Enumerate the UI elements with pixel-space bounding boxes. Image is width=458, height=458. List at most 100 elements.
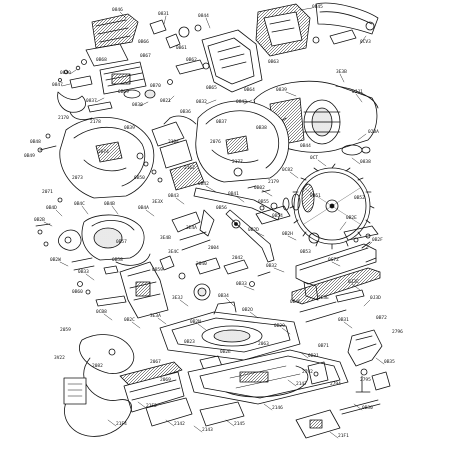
part-callout: 0837 [86, 99, 97, 104]
part-callout: 2179 [268, 180, 279, 185]
part-callout: 0B49 [24, 154, 35, 159]
part-callout: 0B2N [190, 320, 201, 325]
part-callout: 0CV3 [360, 40, 371, 45]
part-callout: 0S7Z [328, 258, 339, 263]
part-callout: 0B59 [152, 268, 163, 273]
part-callout: 0B56 [216, 206, 227, 211]
left-guard-plate [35, 214, 151, 266]
part-callout: 0847 [52, 83, 63, 88]
part-callout: 0B36 [180, 110, 191, 115]
fence-and-cord [63, 334, 245, 437]
part-callout: 0B23 [184, 340, 195, 345]
part-callout: 0B2W [50, 258, 61, 263]
part-callout: 02BA [368, 130, 379, 135]
part-callout: 0845 [312, 5, 323, 10]
part-callout: 0B39 [124, 126, 135, 131]
part-callout: 2170 [58, 116, 69, 121]
part-callout: 2004 [208, 246, 219, 251]
part-callout: 2073 [72, 176, 83, 181]
part-callout: 2147 [296, 382, 307, 387]
part-callout: 0B58 [112, 258, 123, 263]
part-callout: 3E3E [318, 296, 329, 301]
part-callout: 0B57 [116, 240, 127, 245]
leader-lines [43, 7, 385, 439]
part-callout: 0B38 [256, 126, 267, 131]
part-callout: 0B44 [300, 144, 311, 149]
part-callout: 3E3J [172, 296, 183, 301]
part-callout: 0C82 [282, 168, 293, 173]
part-callout: 0832 [196, 100, 207, 105]
part-callout: 0B02 [254, 186, 265, 191]
part-callout: 0B69 [118, 90, 129, 95]
part-callout: 0840 [60, 71, 71, 76]
part-callout: 2067 [150, 360, 161, 365]
part-callout: 0838 [132, 103, 143, 108]
clamp-and-feet [295, 329, 391, 439]
part-callout: 0B65 [206, 86, 217, 91]
part-callout: 3E4A [186, 226, 197, 231]
part-callout: 2069 [160, 378, 171, 383]
part-callout: 0B2O [242, 308, 253, 313]
part-callout: 2795 [360, 378, 371, 383]
part-callout: 0B61 [176, 46, 187, 51]
lower-guard-arbor [37, 117, 205, 203]
part-callout: 3E4C [168, 250, 179, 255]
part-callout: 0B29 [274, 324, 285, 329]
part-callout: 21F4 [116, 422, 127, 427]
part-callout: 2071 [42, 190, 53, 195]
part-callout: 0B68 [96, 58, 107, 63]
part-callout: 0839 [276, 88, 287, 93]
part-callout: 0B2C [124, 318, 135, 323]
part-callout: 0B42 [198, 182, 209, 187]
part-callout: 0B2D [248, 228, 259, 233]
part-callout: 0B50 [134, 176, 145, 181]
part-callout: 2040 [196, 262, 207, 267]
part-callout: 0B41 [228, 192, 239, 197]
part-callout: 0B4A [138, 206, 149, 211]
part-callout: 21F2 [146, 404, 157, 409]
part-callout: 0B60 [72, 290, 83, 295]
part-callout: 0B43 [168, 194, 179, 199]
part-callout: 3E4B [160, 236, 171, 241]
part-callout: 0B34 [218, 294, 229, 299]
part-callout: 0821 [160, 99, 171, 104]
part-callout: 0B31 [338, 318, 349, 323]
part-callout: 0J3D [370, 296, 381, 301]
top-handle-guard [149, 2, 379, 93]
linkage-rods [171, 185, 320, 263]
part-callout: 0B66 [138, 40, 149, 45]
part-callout: 0B48 [30, 140, 41, 145]
part-callout: 0B64 [244, 88, 255, 93]
part-callout: 2076 [210, 140, 221, 145]
part-callout: 3V22 [54, 356, 65, 361]
part-callout: 0B33 [236, 282, 247, 287]
part-callout: 2142 [174, 422, 185, 427]
part-callout: 0B31 [308, 354, 319, 359]
part-callout: 0831 [158, 12, 169, 17]
part-callout: 0B63 [268, 60, 279, 65]
part-callout: 0JJ1 [352, 90, 363, 95]
center-knobs [193, 257, 271, 301]
part-callout: 0B71 [318, 344, 329, 349]
part-callout: 0B32 [266, 264, 277, 269]
part-callout: 0CB8 [96, 310, 107, 315]
part-callout: 0B37 [216, 120, 227, 125]
part-callout: 2063 [258, 342, 269, 347]
part-callout: 3E3B [336, 70, 347, 75]
part-callout: 0846 [112, 8, 123, 13]
part-callout: 2796 [392, 330, 403, 335]
part-callout: 3E3X [152, 200, 163, 205]
part-callout: 0B4E [290, 300, 301, 305]
part-callout: 0844 [198, 14, 209, 19]
part-callout: 0J3C [348, 280, 359, 285]
base-turntable [159, 301, 349, 405]
pivot-bracket [71, 255, 186, 319]
part-callout: 0B2F [372, 238, 383, 243]
part-callout: 0B30 [362, 406, 373, 411]
part-callout: 0843 [236, 100, 247, 105]
part-callout: 0B54 [272, 214, 283, 219]
part-callout: 0B2B [34, 218, 45, 223]
part-callout: 2082 [92, 364, 103, 369]
